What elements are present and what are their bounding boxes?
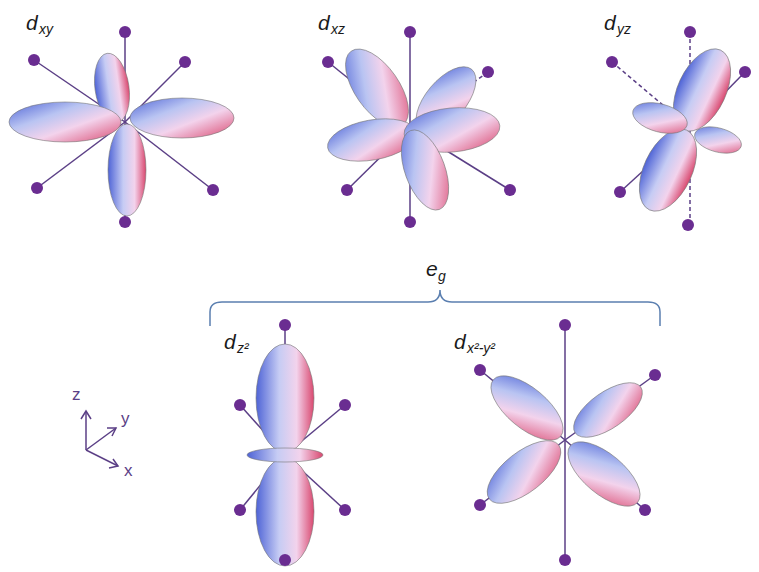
ligand-dots [234, 319, 351, 566]
group-subscript: g [438, 269, 446, 283]
dz2-lobes [247, 344, 323, 566]
orbital-letter: d [224, 331, 236, 352]
orbital-letter: d [604, 12, 616, 33]
orbital-subscript: yz [617, 22, 631, 36]
axis-label: z [72, 386, 81, 403]
dx2y2-lobes [477, 364, 651, 517]
ligand-dots [474, 319, 661, 566]
ligand-dots [606, 26, 751, 231]
orbital-subscript: xz [331, 22, 345, 36]
dyz-lobes [628, 40, 745, 220]
ligand-dots [28, 26, 219, 228]
axis-label: y [121, 410, 130, 427]
orbital-letter: d [454, 331, 466, 352]
dxz-lobes [324, 39, 502, 217]
dyz-orbital [612, 32, 745, 225]
group-letter: e [426, 258, 438, 279]
orbital-letter: d [318, 12, 330, 33]
orbital-subscript: z² [237, 341, 249, 355]
axes-symbol [81, 411, 118, 468]
axis-label: x [124, 462, 133, 479]
bracket [210, 290, 660, 326]
ligand-dots [322, 26, 516, 228]
orbital-subscript: xy [39, 22, 53, 36]
orbital-subscript: x²-y² [467, 341, 495, 355]
orbital-letter: d [26, 12, 38, 33]
dxy-lobes [9, 51, 234, 216]
dx2y2-orbital [480, 325, 655, 560]
